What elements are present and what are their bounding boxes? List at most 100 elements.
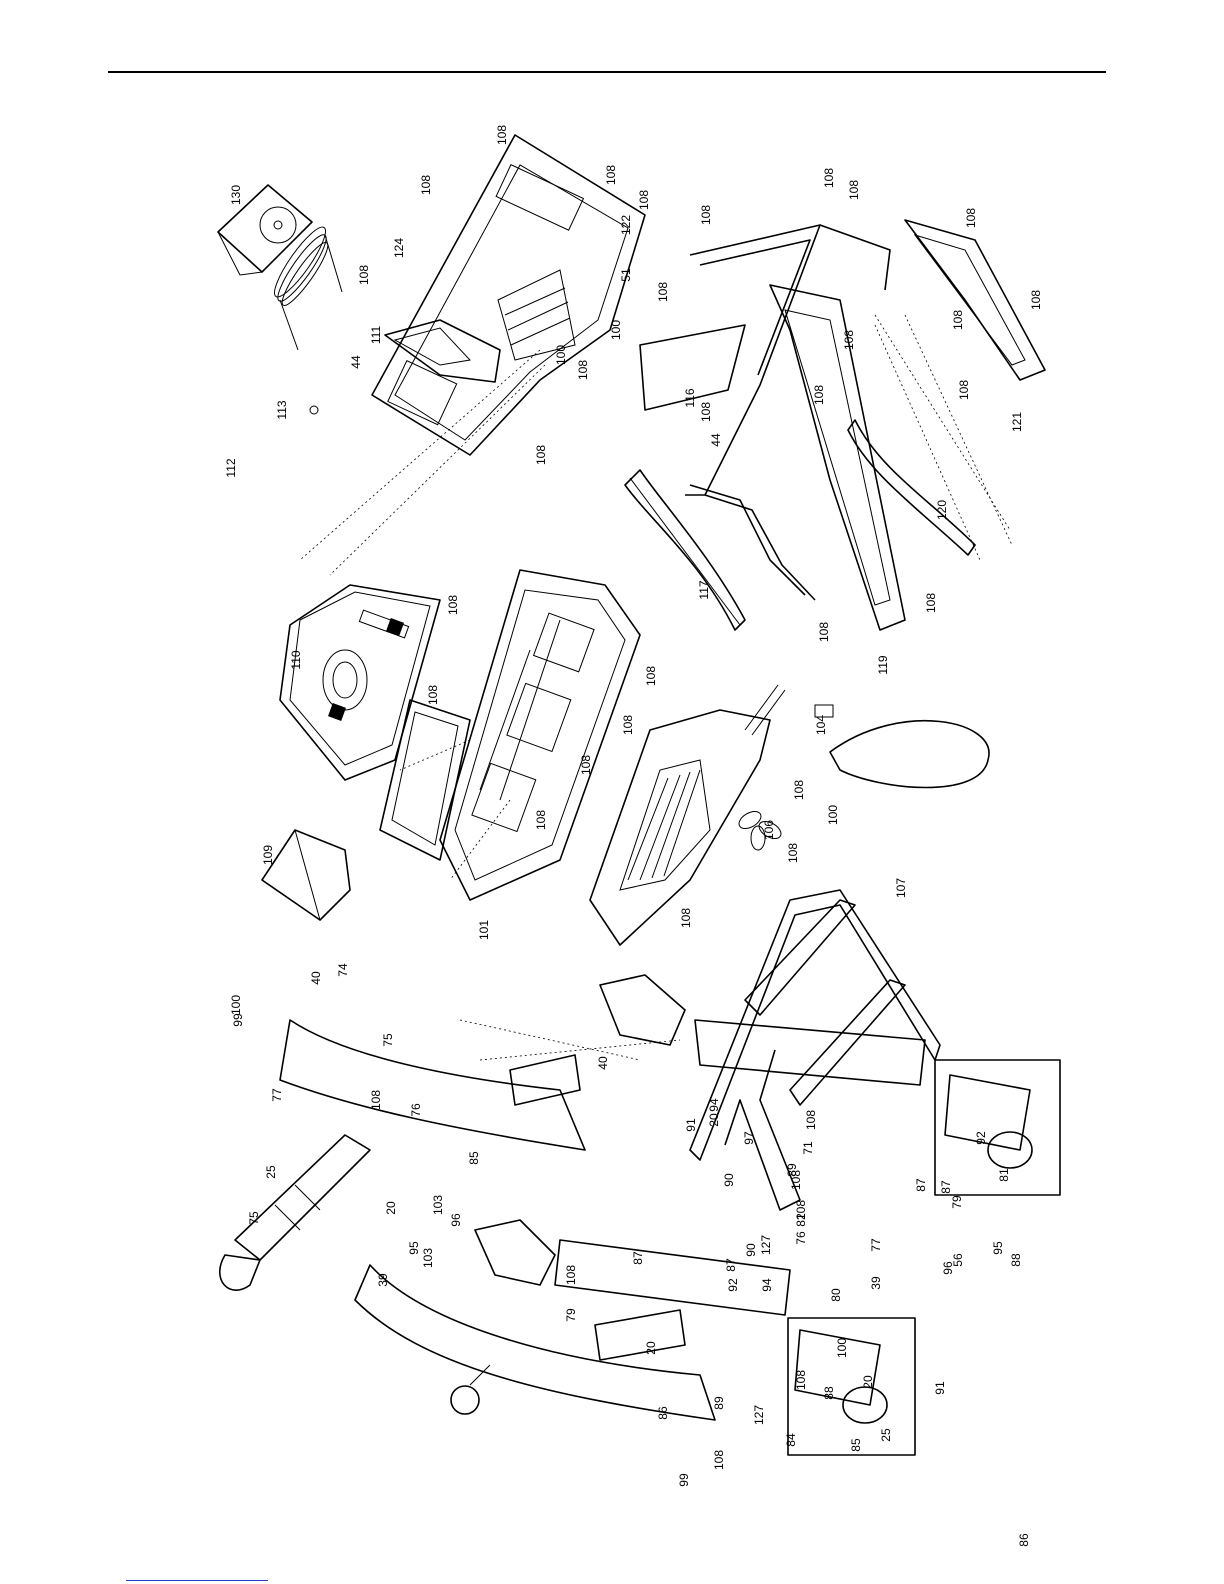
- part-number-label: 130: [229, 185, 243, 205]
- part-number-label: 113: [275, 400, 289, 419]
- part-number-label: 108: [699, 205, 713, 225]
- part-number-label: 87: [724, 1258, 738, 1272]
- part-number-label: 20: [384, 1201, 398, 1215]
- part-number-label: 87: [631, 1251, 645, 1265]
- part-number-label: 108: [792, 780, 806, 800]
- part-number-label: 116: [683, 388, 697, 407]
- part-number-label: 108: [564, 1265, 578, 1285]
- part-number-label: 124: [392, 238, 406, 258]
- part-number-label: 71: [801, 1141, 815, 1155]
- part-number-label: 39: [869, 1276, 883, 1290]
- part-number-label: 122: [619, 215, 633, 235]
- part-number-label: 108: [534, 445, 548, 465]
- part-number-label: 108: [1029, 290, 1043, 310]
- part-number-label: 77: [270, 1088, 284, 1102]
- part-number-label: 108: [964, 208, 978, 228]
- part-number-label: 108: [789, 1170, 803, 1190]
- part-number-label: 51: [619, 268, 633, 282]
- part-number-label: 96: [941, 1261, 955, 1275]
- part-number-label: 103: [431, 1195, 445, 1215]
- part-number-label: 87: [939, 1180, 953, 1194]
- part-number-label: 87: [914, 1178, 928, 1192]
- part-number-label: 99: [677, 1473, 691, 1487]
- part-number-label: 56: [951, 1253, 965, 1267]
- motor-cover-107: [589, 709, 771, 946]
- handrail-117: [624, 469, 746, 631]
- part-number-label: 79: [564, 1308, 578, 1322]
- part-number-label: 120: [935, 500, 949, 520]
- part-number-label: 106: [762, 820, 776, 840]
- part-number-label: 127: [752, 1405, 766, 1425]
- part-number-label: 100: [554, 345, 568, 365]
- part-number-label: 121: [1010, 412, 1024, 432]
- part-number-label: 108: [822, 168, 836, 188]
- footer-link-underline[interactable]: [126, 1580, 268, 1581]
- part-number-label: 101: [477, 920, 491, 940]
- part-number-label: 108: [604, 165, 618, 185]
- roller-71: [234, 1134, 371, 1261]
- part-number-label: 108: [924, 593, 938, 613]
- part-number-label: 82: [794, 1213, 808, 1227]
- part-number-label: 94: [760, 1278, 774, 1292]
- part-number-label: 92: [974, 1131, 988, 1145]
- part-number-label: 76: [409, 1103, 423, 1117]
- part-number-label: 108: [804, 1110, 818, 1130]
- part-number-label: 89: [785, 1163, 799, 1177]
- part-number-label: 86: [1017, 1533, 1031, 1547]
- handle-grip-119: [769, 284, 906, 631]
- handle-grip-121: [904, 219, 1046, 381]
- part-number-label: 108: [817, 622, 831, 642]
- part-number-label: 108: [951, 310, 965, 330]
- upright-frame-116: [685, 224, 821, 496]
- part-number-label: 20: [861, 1375, 875, 1389]
- part-number-label: 91: [933, 1381, 947, 1395]
- part-number-label: 99: [231, 1013, 245, 1027]
- part-number-label: 39: [376, 1273, 390, 1287]
- part-number-label: 100: [229, 995, 243, 1015]
- console-hood-124: [371, 134, 646, 456]
- part-number-label: 97: [742, 1131, 756, 1145]
- part-number-label: 92: [726, 1278, 740, 1292]
- part-number-label: 108: [576, 360, 590, 380]
- part-number-label: 111: [369, 326, 383, 345]
- part-number-label: 108: [419, 175, 433, 195]
- part-number-label: 95: [407, 1241, 421, 1255]
- part-number-label: 108: [446, 595, 460, 615]
- part-number-label: 80: [829, 1288, 843, 1302]
- part-number-label: 96: [449, 1213, 463, 1227]
- part-number-label: 74: [336, 963, 350, 977]
- inset-box-right: [934, 1059, 1061, 1196]
- part-number-label: 108: [495, 125, 509, 145]
- part-number-label: 108: [656, 282, 670, 302]
- part-number-label: 108: [794, 1200, 808, 1220]
- part-number-label: 88: [822, 1386, 836, 1400]
- part-number-label: 75: [381, 1033, 395, 1047]
- part-number-label: 108: [957, 380, 971, 400]
- part-number-label: 95: [991, 1241, 1005, 1255]
- part-number-label: 108: [621, 715, 635, 735]
- part-number-label: 25: [264, 1165, 278, 1179]
- part-number-label: 76: [794, 1231, 808, 1245]
- part-number-label: 40: [309, 971, 323, 985]
- part-number-label: 107: [894, 878, 908, 898]
- part-number-label: 108: [786, 843, 800, 863]
- rail-80: [279, 1019, 586, 1151]
- part-number-label: 79: [950, 1195, 964, 1209]
- part-number-label: 81: [997, 1168, 1011, 1182]
- part-number-label: 100: [835, 1338, 849, 1358]
- part-number-label: 44: [349, 355, 363, 369]
- part-number-label: 108: [812, 385, 826, 405]
- top-rule: [108, 71, 1106, 73]
- part-number-label: 108: [847, 180, 861, 200]
- power-cord-112: [274, 226, 343, 351]
- bin-109: [261, 829, 351, 921]
- part-number-label: 110: [289, 650, 303, 669]
- part-number-label: 108: [679, 908, 693, 928]
- part-number-label: 94: [707, 1098, 721, 1112]
- inset-box-left: [787, 1317, 916, 1456]
- part-number-label: 117: [697, 580, 711, 599]
- part-number-label: 20: [707, 1113, 721, 1127]
- part-number-label: 88: [1009, 1253, 1023, 1267]
- part-number-label: 75: [247, 1211, 261, 1225]
- part-number-label: 100: [609, 320, 623, 340]
